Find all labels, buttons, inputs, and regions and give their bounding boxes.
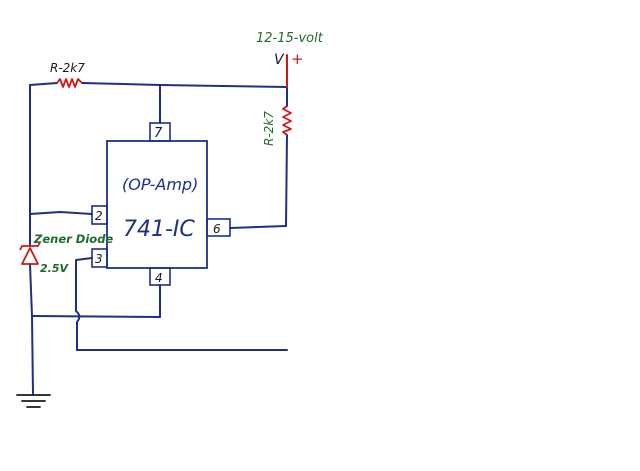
pin-7: 7	[149, 122, 171, 142]
zener-diode-icon	[21, 247, 39, 265]
wires	[29, 82, 288, 396]
supply-terminal: V + 12-15-volt	[256, 31, 324, 88]
supply-plus-label: +	[291, 50, 304, 68]
pin-2-box	[91, 205, 108, 225]
zigzag-resistor-icon	[56, 78, 83, 88]
wire-pin6	[229, 225, 287, 229]
pin-6-box	[206, 218, 231, 237]
zigzag-resistor-icon	[282, 105, 292, 136]
op-amp-chip: (OP-Amp) 741-IC 7 2 3 6 4	[91, 122, 231, 286]
chip-part-number: 741-IC	[123, 217, 195, 242]
pin-7-label: 7	[154, 126, 163, 141]
wire-bottom-loop	[31, 315, 161, 318]
chip-title: (OP-Amp)	[122, 175, 198, 194]
pin-3-label: 3	[95, 252, 103, 266]
zener-voltage-label: 2.5V	[40, 262, 69, 275]
zener-label: Zener Diode	[33, 232, 113, 246]
zener-bar	[19, 241, 41, 251]
pin-6-label: 6	[213, 222, 221, 236]
wire-pin3	[75, 257, 93, 312]
resistor-top: R-2k7	[50, 61, 85, 88]
pin-6: 6	[206, 218, 231, 237]
wire-top-right	[81, 82, 288, 88]
pin-4: 4	[149, 267, 171, 286]
pin-4-label: 4	[155, 271, 163, 285]
resistor-top-label: R-2k7	[50, 61, 85, 75]
chip-body	[106, 140, 208, 269]
wire-crossover	[75, 310, 81, 323]
wire-pin2	[29, 211, 93, 215]
pin-2: 2	[91, 205, 108, 225]
resistor-right: R-2k7	[262, 105, 292, 146]
ground-symbol-icon	[16, 394, 51, 408]
supply-voltage-label: 12-15-volt	[256, 31, 324, 46]
wire-zener-to-ground	[29, 263, 34, 396]
pin-7-box	[149, 122, 171, 142]
wire-right-bottom	[285, 134, 288, 227]
pin-2-label: 2	[95, 209, 103, 223]
supply-v-label: V	[274, 52, 285, 68]
resistor-right-label: R-2k7	[262, 111, 276, 146]
pin-3-box	[91, 248, 108, 268]
wire-top-left	[29, 82, 58, 86]
pin-3: 3	[91, 248, 108, 268]
zener-diode: Zener Diode 2.5V	[19, 232, 113, 275]
pin-4-box	[149, 267, 171, 286]
